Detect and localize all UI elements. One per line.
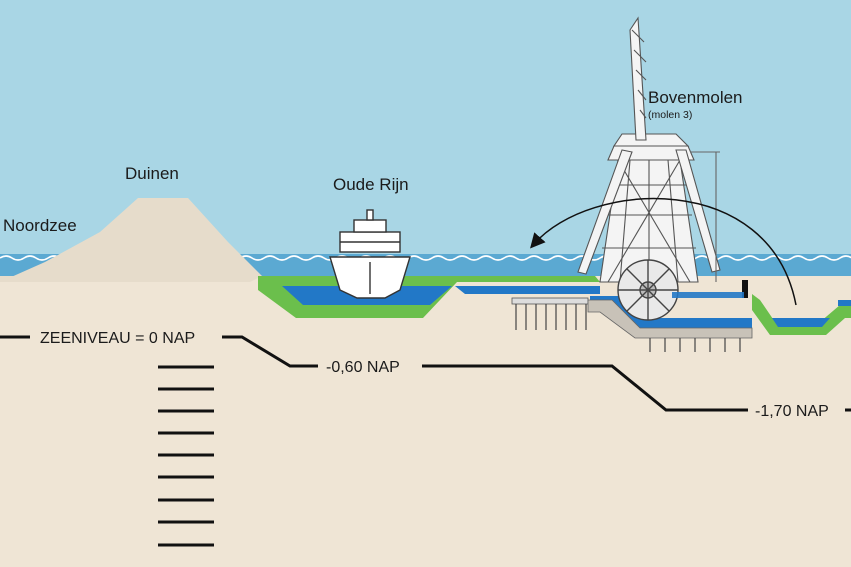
sluice-gate [742, 280, 748, 298]
ground [0, 276, 851, 567]
foundation-slab [511, 297, 589, 305]
polder-edge-water [838, 300, 851, 306]
mill-outlet-water [672, 292, 744, 298]
ship-icon [329, 209, 411, 299]
label-zeeniveau: ZEENIVEAU = 0 NAP [40, 330, 195, 347]
polder-ditch-water [772, 318, 830, 327]
flow-arrow [530, 197, 797, 306]
mill-channel-base [587, 299, 753, 339]
label-noordzee: Noordzee [3, 216, 77, 235]
label-molen-3: (molen 3) [648, 109, 692, 121]
dune [0, 198, 262, 282]
depth-scale-marks [158, 365, 214, 547]
label-oude-rijn: Oude Rijn [333, 175, 409, 194]
label-duinen: Duinen [125, 164, 179, 183]
dune-base [0, 276, 262, 282]
foundation-piles [515, 304, 587, 330]
mill-channel-piles [649, 338, 741, 352]
canal-water [455, 286, 600, 294]
windmill-icon [577, 16, 721, 283]
label-canal-level: -0,60 NAP [326, 359, 400, 376]
waterwheel-icon [617, 259, 679, 321]
label-polder-level: -1,70 NAP [755, 403, 829, 420]
nap-level-lines [0, 335, 851, 412]
label-bovenmolen: Bovenmolen [648, 88, 743, 107]
